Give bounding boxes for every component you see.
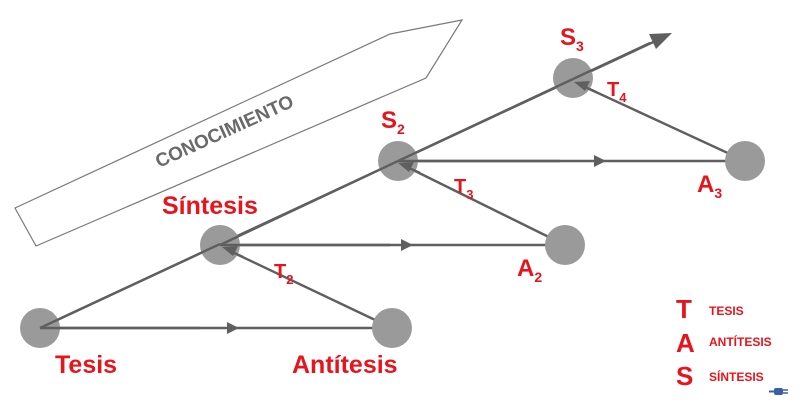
- label-tesis: Tesis: [55, 351, 117, 379]
- label-t3: T3: [454, 176, 473, 202]
- banner-arrow-shape: [14, 19, 464, 247]
- legend: T TESIS A ANTÍTESIS S SÍNTESIS: [676, 294, 772, 391]
- nodes: [20, 41, 765, 348]
- node-a3: [725, 141, 765, 181]
- legend-letter-a: A: [676, 328, 695, 358]
- plug-icon: [769, 388, 788, 395]
- legend-letter-t: T: [676, 294, 692, 324]
- label-s3: S3: [560, 24, 584, 54]
- node-a2: [545, 225, 585, 265]
- label-sintesis: Síntesis: [162, 192, 258, 220]
- legend-text-antitesis: ANTÍTESIS: [709, 334, 772, 349]
- legend-text-tesis: TESIS: [709, 304, 744, 318]
- label-t4: T4: [607, 79, 627, 105]
- main-arrowhead: [649, 33, 672, 49]
- label-antitesis: Antítesis: [292, 351, 398, 379]
- legend-letter-s: S: [676, 361, 693, 391]
- label-s2: S2: [381, 107, 405, 137]
- label-a2: A2: [517, 255, 542, 285]
- label-t2: T2: [274, 261, 293, 287]
- node-antitesis: [372, 308, 412, 348]
- node-labels: Tesis Antítesis Síntesis S2 S3 A2 A3 T2 …: [55, 24, 722, 379]
- label-a3: A3: [697, 171, 722, 201]
- legend-text-sintesis: SÍNTESIS: [709, 369, 764, 384]
